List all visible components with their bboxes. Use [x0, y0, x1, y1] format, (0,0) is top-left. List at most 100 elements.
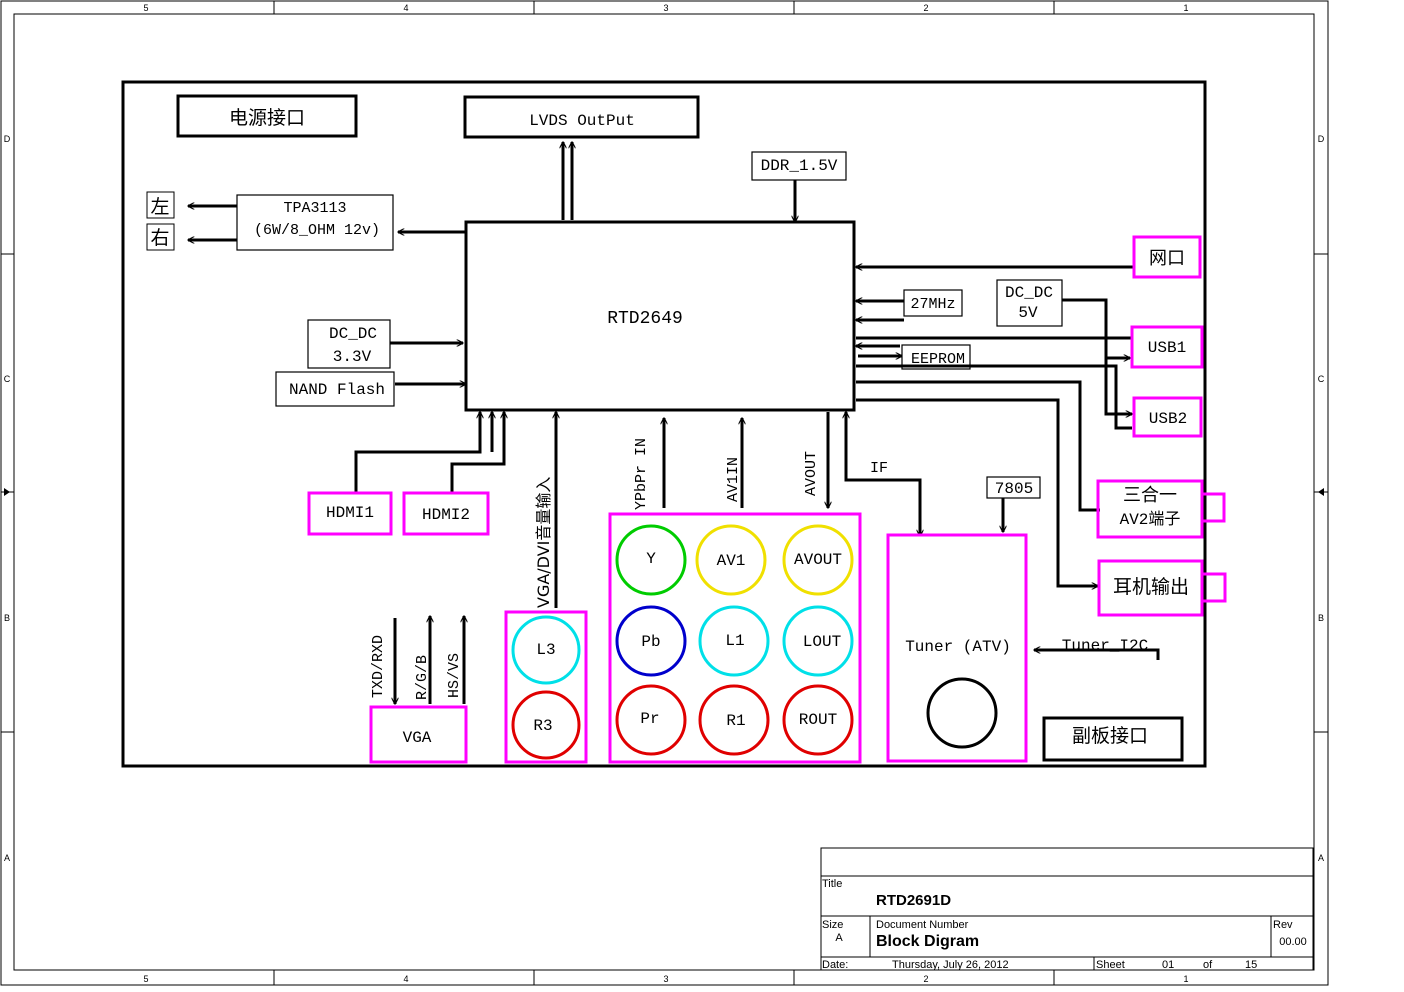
row-label-right: D: [1318, 134, 1325, 144]
left-channel-label: 左: [150, 196, 169, 218]
size-value: A: [835, 932, 843, 944]
col-label-bottom: 3: [663, 974, 668, 984]
tpa-label-line2: (6W/8_OHM 12v): [254, 222, 380, 239]
right-channel-box: [146, 223, 175, 251]
av1-jack-label: AV1: [717, 552, 746, 570]
ypbpr-in-label: YPbPr IN: [633, 438, 650, 510]
row-label-left: D: [4, 134, 11, 144]
col-label-bottom: 1: [1183, 974, 1188, 984]
sheet-field-label: Sheet: [1096, 959, 1125, 971]
network-port-box: [1132, 235, 1202, 279]
vga-dvi-audio-label: VGA/DVI音量输入: [534, 477, 553, 608]
ddr-label: DDR_1.5V: [761, 157, 838, 175]
col-label-bottom: 4: [403, 974, 408, 984]
hs-vs-label: HS/VS: [446, 653, 463, 698]
col-label-bottom: 5: [143, 974, 148, 984]
l1-jack-circle: [698, 605, 770, 677]
reg7805-box: [986, 476, 1041, 499]
pr-jack-circle: [615, 684, 687, 756]
av1-jack-circle: [695, 524, 767, 596]
tuner-i2c-label: Tuner_I2C: [1062, 637, 1148, 655]
headphone-out-tab: [1200, 572, 1227, 603]
lout-jack-label: LOUT: [803, 633, 841, 651]
l3-jack-label: L3: [536, 641, 555, 659]
dcdc-3v3-box: [307, 319, 391, 369]
eeprom-label: EEPROM: [911, 351, 965, 368]
avout-label: AVOUT: [803, 451, 820, 496]
av1in-label: AV1IN: [725, 457, 742, 502]
date-field-label: Date:: [822, 959, 848, 971]
headphone-label: 耳机输出: [1113, 576, 1189, 598]
tpa3113-box: [236, 194, 394, 251]
dcdc33-label-line2: 3.3V: [333, 348, 372, 366]
row-label-right: C: [1318, 374, 1325, 384]
l1-jack-label: L1: [725, 632, 744, 650]
hdmi1-box: [307, 491, 393, 536]
hdmi1-label: HDMI1: [326, 504, 374, 522]
nand-label: NAND Flash: [289, 381, 385, 399]
three-in-one-label-line2: AV2端子: [1120, 510, 1181, 529]
soc-label: RTD2649: [607, 309, 683, 329]
col-label-top: 2: [923, 3, 928, 13]
drawing-frame: [0, 0, 1329, 986]
vga-label: VGA: [403, 729, 432, 747]
row-label-left: C: [4, 374, 11, 384]
network-port-label: 网口: [1149, 248, 1185, 269]
pb-jack-circle: [615, 605, 687, 677]
row-label-right: A: [1318, 853, 1324, 863]
dcdc-5v-box: [996, 279, 1063, 327]
hdmi2-label: HDMI2: [422, 506, 470, 524]
soc-rtd2649-box: [464, 220, 856, 412]
power-port-label: 电源接口: [229, 107, 305, 129]
three-in-one-tab: [1200, 492, 1226, 523]
r3-jack-circle: [511, 690, 581, 760]
row-label-left: B: [4, 613, 10, 623]
r1-jack-circle: [698, 684, 770, 756]
board-outline: [121, 80, 1207, 768]
rout-jack-label: ROUT: [799, 711, 837, 729]
rev-field-label: Rev: [1273, 919, 1293, 931]
sheet-total-value: 15: [1245, 959, 1257, 971]
col-label-top: 5: [143, 3, 148, 13]
date-value: Thursday, July 26, 2012: [892, 959, 1009, 971]
row-label-right: B: [1318, 613, 1324, 623]
col-label-top: 3: [663, 3, 668, 13]
tpa-label-line1: TPA3113: [283, 200, 346, 217]
sub-board-label: 副板接口: [1072, 725, 1148, 747]
title-block: [820, 847, 1314, 971]
l3-jack-circle: [511, 615, 581, 685]
dcdc5-label-line1: DC_DC: [1005, 284, 1053, 302]
ddr-box: [751, 151, 847, 181]
if-label: IF: [870, 460, 888, 477]
pr-jack-label: Pr: [640, 710, 659, 728]
title-value: RTD2691D: [876, 892, 951, 909]
left-channel-box: [146, 191, 175, 219]
usb2-port-box: [1132, 396, 1203, 438]
y-jack-label: Y: [646, 550, 656, 568]
r1-jack-label: R1: [726, 712, 745, 730]
sub-board-port-box: [1042, 716, 1184, 762]
nand-flash-box: [275, 371, 395, 407]
lvds-output-box: [463, 95, 700, 139]
hdmi2-box: [402, 491, 490, 536]
dcdc5-label-line2: 5V: [1018, 304, 1038, 322]
tuner-antenna-circle: [926, 677, 998, 749]
avout-jack-label: AVOUT: [794, 551, 842, 569]
r3-jack-label: R3: [533, 717, 552, 735]
right-channel-label: 右: [150, 227, 169, 249]
three-in-one-label-line1: 三合一: [1123, 485, 1177, 506]
y-jack-circle: [615, 524, 687, 596]
row-label-left: A: [4, 853, 10, 863]
sheet-value: 01: [1162, 959, 1174, 971]
right-center-marker: [1318, 488, 1324, 496]
pb-jack-label: Pb: [641, 633, 660, 651]
document-number-field-label: Document Number: [876, 919, 969, 931]
usb1-label: USB1: [1148, 339, 1186, 357]
oscillator-label: 27MHz: [910, 296, 955, 313]
left-center-marker: [4, 488, 10, 496]
sheet-of-label: of: [1203, 959, 1213, 971]
vga-port-box: [369, 705, 468, 764]
eeprom-box: [901, 344, 971, 370]
tuner-box: [886, 533, 1028, 763]
rev-value: 00.00: [1279, 936, 1307, 948]
